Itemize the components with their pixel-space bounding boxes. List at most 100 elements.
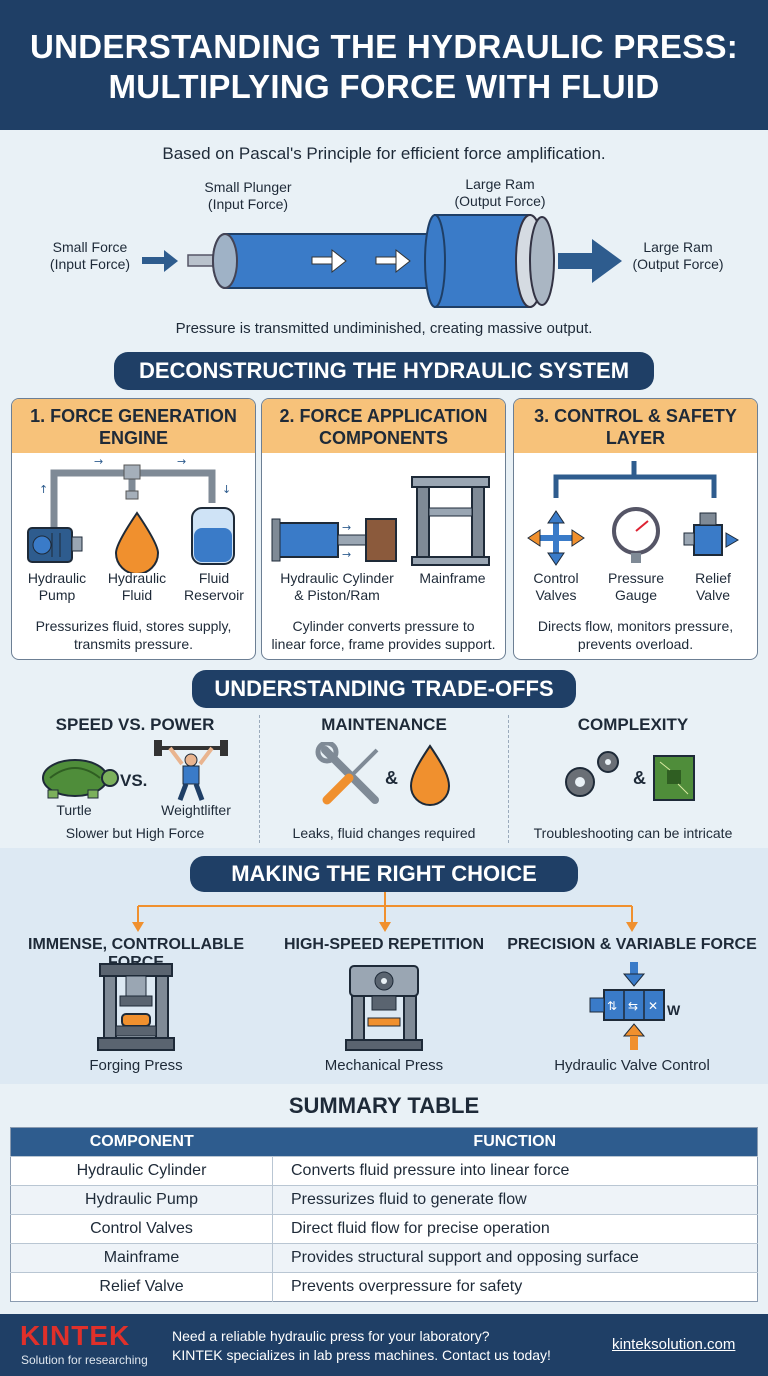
intro-caption: Pressure is transmitted undiminished, cr… xyxy=(175,320,593,337)
pressure-gauge-icon xyxy=(612,507,660,563)
maintenance-title: MAINTENANCE xyxy=(321,715,447,734)
vs-label: VS. xyxy=(120,771,148,790)
oil-drop-icon xyxy=(409,744,451,806)
speed-caption: Slower but High Force xyxy=(65,825,205,841)
column-header: FUNCTION xyxy=(272,1127,758,1157)
title-line-1: UNDERSTANDING THE HYDRAULIC PRESS: xyxy=(29,28,739,65)
cylinder-icon: → → xyxy=(271,518,397,562)
choice-caption-valve: Hydraulic Valve Control xyxy=(554,1057,710,1074)
turtle-icon xyxy=(42,759,119,799)
function-cell: Direct fluid flow for precise operation xyxy=(272,1214,758,1244)
svg-text:⇆: ⇆ xyxy=(628,999,638,1013)
choice-caption-mechanical: Mechanical Press xyxy=(324,1057,444,1074)
weightlifter-icon xyxy=(154,740,228,801)
brand-logo: KINTEK xyxy=(20,1320,131,1351)
footer-cta: Need a reliable hydraulic press for your… xyxy=(172,1328,551,1363)
choice-title-speed: HIGH-SPEED REPETITION xyxy=(283,936,485,953)
function-cell: Pressurizes fluid to generate flow xyxy=(272,1185,758,1215)
flow-arrow-icon xyxy=(375,248,411,274)
turtle-label: Turtle xyxy=(56,802,92,818)
reservoir-icon xyxy=(191,507,235,565)
svg-text:→: → xyxy=(342,521,351,534)
page-header: UNDERSTANDING THE HYDRAULIC PRESS: MULTI… xyxy=(0,0,768,130)
svg-text:⇅: ⇅ xyxy=(607,999,617,1013)
fluid-drop-icon xyxy=(114,511,160,573)
table-row: Control Valves Direct fluid flow for pre… xyxy=(10,1214,758,1244)
control-safety-icons xyxy=(527,461,739,566)
summary-table: COMPONENT FUNCTION Hydraulic Cylinder Co… xyxy=(10,1127,758,1302)
component-cell: Hydraulic Cylinder xyxy=(10,1156,273,1186)
output-arrow-icon xyxy=(558,239,622,283)
panel-description: Pressurizes fluid, stores supply,transmi… xyxy=(35,618,232,652)
complexity-icons xyxy=(565,751,695,801)
valve-mark: W xyxy=(667,1002,681,1018)
circuit-chip-icon xyxy=(653,755,695,801)
column-header: COMPONENT xyxy=(10,1127,273,1157)
function-cell: Provides structural support and opposing… xyxy=(272,1243,758,1273)
force-application-icons: → → xyxy=(271,476,490,566)
maintenance-caption: Leaks, fluid changes required xyxy=(292,825,476,841)
title-line-2: MULTIPLYING FORCE WITH FLUID xyxy=(108,68,660,105)
footer: KINTEK Solution for researching Need a r… xyxy=(0,1314,768,1376)
input-arrow-icon xyxy=(142,250,178,272)
weightlifter-label: Weightlifter xyxy=(161,802,231,818)
component-cell: Relief Valve xyxy=(10,1272,273,1302)
component-cell: Hydraulic Pump xyxy=(10,1185,273,1215)
screwdriver-icon xyxy=(322,748,379,805)
tradeoffs-heading: UNDERSTANDING TRADE-OFFS xyxy=(192,670,576,708)
flow-arrow-icon xyxy=(311,248,347,274)
function-cell: Prevents overpressure for safety xyxy=(272,1272,758,1302)
choice-title-precision: PRECISION & VARIABLE FORCE xyxy=(507,936,757,953)
divider xyxy=(259,715,260,843)
pump-icon xyxy=(27,527,83,563)
choice-caption-forging: Forging Press xyxy=(89,1057,183,1074)
hydraulic-cylinder-diagram xyxy=(142,214,622,308)
relief-valve-icon xyxy=(683,512,739,556)
complexity-caption: Troubleshooting can be intricate xyxy=(533,825,733,841)
choice-heading: MAKING THE RIGHT CHOICE xyxy=(190,856,578,892)
table-row: Mainframe Provides structural support an… xyxy=(10,1243,758,1273)
svg-text:→: → xyxy=(177,455,186,468)
table-row: Relief Valve Prevents overpressure for s… xyxy=(10,1272,758,1302)
deconstruct-heading: DECONSTRUCTING THE HYDRAULIC SYSTEM xyxy=(114,352,654,390)
table-header: COMPONENT FUNCTION xyxy=(10,1127,758,1157)
divider xyxy=(508,715,509,843)
ampersand: & xyxy=(385,768,398,788)
mechanical-press-icon xyxy=(345,965,423,1051)
mainframe-icon xyxy=(411,476,490,566)
force-generation-icons: → → ↑ ↓ xyxy=(27,455,235,573)
table-row: Hydraulic Pump Pressurizes fluid to gene… xyxy=(10,1185,758,1215)
svg-text:→: → xyxy=(342,548,351,561)
website-link[interactable]: kinteksolution.com xyxy=(612,1336,736,1353)
speed-power-icons xyxy=(42,740,228,801)
choice-connector xyxy=(132,892,638,932)
ampersand: & xyxy=(633,768,646,788)
large-ram-right-label: Large Ram(Output Force) xyxy=(632,239,724,272)
table-row: Hydraulic Cylinder Converts fluid pressu… xyxy=(10,1156,758,1186)
item-label: Mainframe xyxy=(419,570,486,586)
control-valve-icon xyxy=(527,510,585,566)
wrench-icon xyxy=(315,742,379,804)
small-plunger-label: Small Plunger(Input Force) xyxy=(204,179,292,212)
panel-description: Directs flow, monitors pressure,prevents… xyxy=(537,618,734,652)
component-cell: Control Valves xyxy=(10,1214,273,1244)
brand-tagline: Solution for researching xyxy=(21,1353,148,1367)
gears-icon xyxy=(565,751,619,797)
forging-press-icon xyxy=(97,963,175,1051)
svg-text:✕: ✕ xyxy=(648,999,658,1013)
svg-text:↑: ↑ xyxy=(39,483,48,496)
speed-title: SPEED VS. POWER xyxy=(55,715,215,734)
svg-text:↓: ↓ xyxy=(222,483,231,496)
